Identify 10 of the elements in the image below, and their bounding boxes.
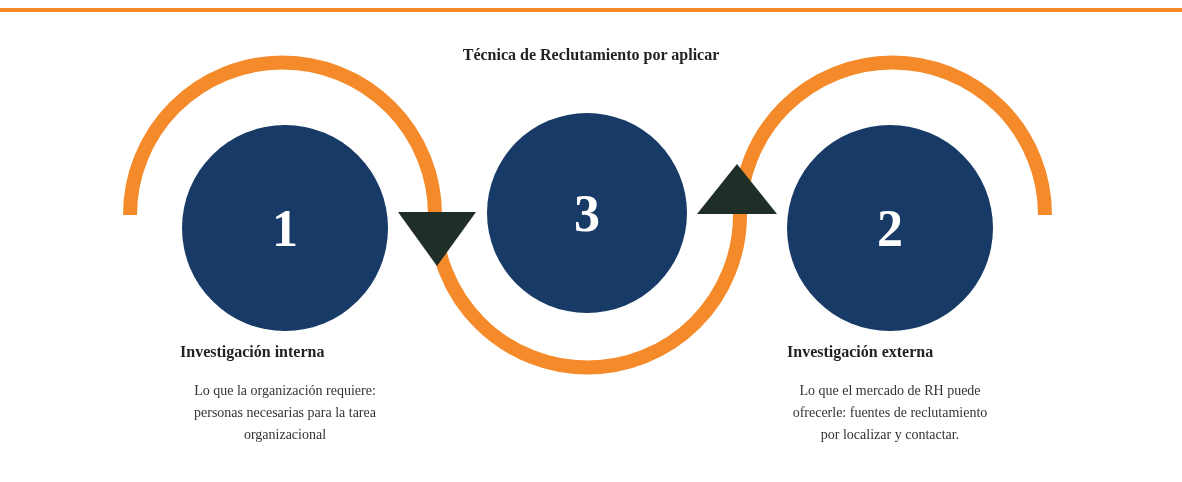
title: Técnica de Reclutamiento por aplicar [461, 46, 721, 64]
triangle-marker [398, 212, 476, 266]
step-heading: Investigación externa [787, 343, 934, 361]
step-heading: Investigación interna [180, 343, 325, 361]
triangle-marker [697, 164, 777, 214]
step-number: 1 [272, 198, 298, 258]
step-description: Lo que el mercado de RH puede ofrecerle: fuentes de reclutamiento por localizar y contactar. [791, 382, 989, 444]
step-description: Lo que la organización requiere: personas necesarias para la tarea organizacional [193, 382, 377, 444]
step-number: 2 [877, 198, 903, 258]
step-number: 3 [574, 183, 600, 243]
